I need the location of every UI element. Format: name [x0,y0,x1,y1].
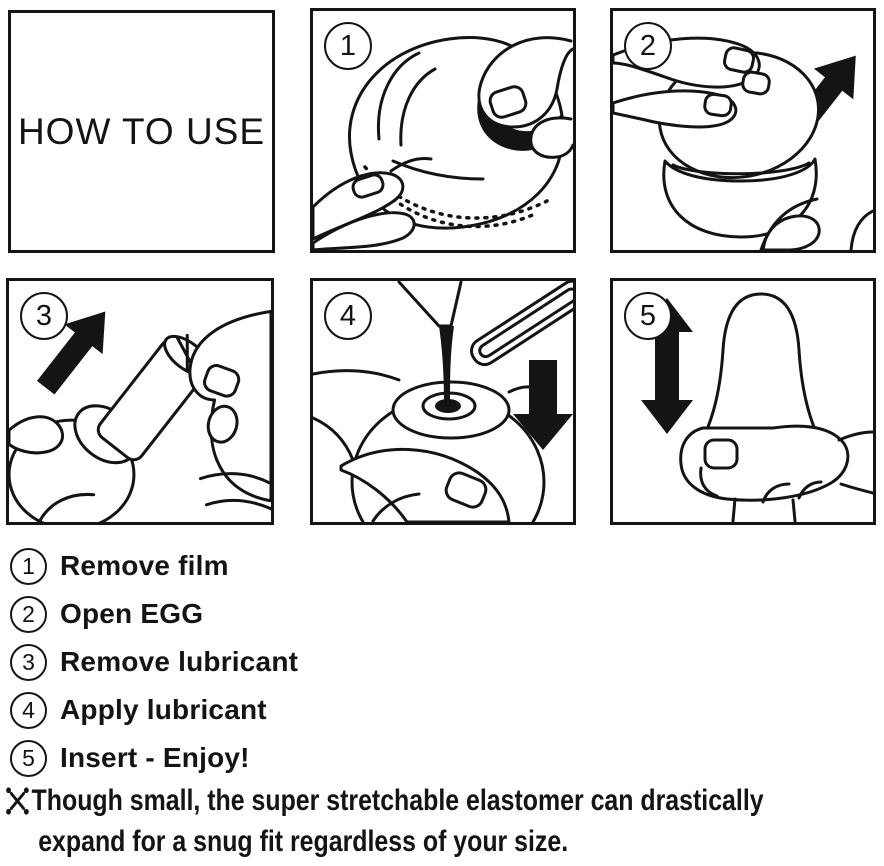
stretched-egg [703,292,819,446]
lubricant-stream [439,326,454,404]
footnote-line: Though small, the super stretchable elas… [5,780,884,821]
step-label: Apply lubricant [60,694,267,725]
panel-remove-film: 1 [310,8,576,253]
thumb [9,415,65,455]
insert-enjoy-illustration [641,292,873,522]
step-item: 2 Open EGG [10,590,298,638]
up-right-arrow-icon [36,311,106,395]
footnote-text-2: expand for a snug fit regardless of your… [38,825,569,858]
apply-lubricant-illustration [313,281,573,522]
panel-insert-enjoy: 5 [610,278,876,525]
down-arrow-icon [513,360,573,450]
footnote-text-1: Though small, the super stretchable elas… [31,784,764,817]
step-number: 3 [10,643,47,681]
step-number: 5 [10,739,47,777]
step-item: 4 Apply lubricant [10,686,298,734]
remove-lubricant-illustration [9,309,271,522]
right-hand [188,309,271,503]
step-number-badge: 2 [624,22,672,70]
step-number: 1 [10,547,47,585]
step-number-badge: 4 [324,292,372,340]
step-number: 4 [10,691,47,729]
step-number: 2 [10,595,47,633]
page-title: HOW TO USE [17,110,266,152]
step-item: 1 Remove film [10,542,298,590]
film-strip [470,281,573,367]
step-label: Insert - Enjoy! [60,742,250,773]
steps-list: 1 Remove film 2 Open EGG 3 Remove lubric… [10,542,298,782]
sachet-spout [397,281,463,328]
egg-bottom-shell [662,157,818,239]
panel-apply-lubricant: 4 [310,278,576,525]
step-label: Remove lubricant [60,646,299,677]
opening-hole [435,399,461,413]
shaft [731,497,797,522]
step-label: Open EGG [60,598,204,629]
step-number-badge: 3 [20,292,68,340]
step-label: Remove film [60,550,229,581]
reference-mark-icon [6,786,29,815]
pinching-finger [313,211,416,250]
panel-open-egg: 2 [610,8,876,253]
step-number-badge: 1 [324,22,372,70]
step-item: 5 Insert - Enjoy! [10,734,298,782]
panel-remove-lubricant: 3 [6,278,274,525]
step-item: 3 Remove lubricant [10,638,298,686]
footnote: Though small, the super stretchable elas… [5,780,884,862]
step-number-badge: 5 [624,292,672,340]
peel-film-illustration [313,36,573,250]
title-box: HOW TO USE [8,10,275,253]
footnote-line: expand for a snug fit regardless of your… [5,821,884,862]
